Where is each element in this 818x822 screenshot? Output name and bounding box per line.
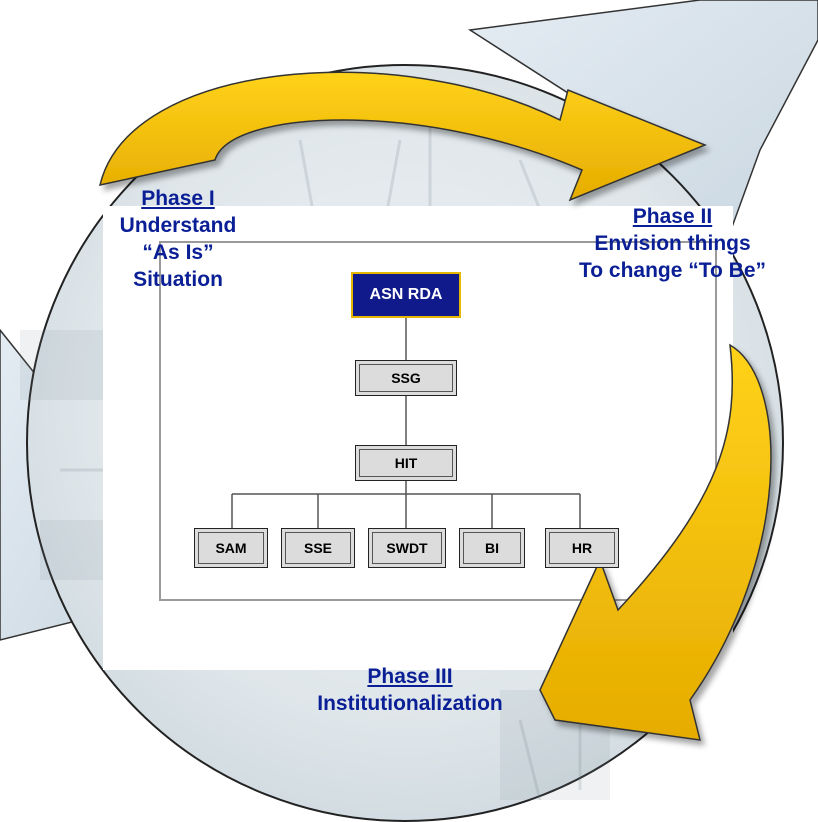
arrow-phase1-to-phase2 [98, 71, 708, 202]
org-box-asn-rda: ASN RDA [351, 272, 461, 318]
org-box-hit: HIT [355, 445, 457, 481]
org-chart-frame [159, 241, 717, 601]
phase1-label: Phase I Understand “As Is” Situation [78, 185, 278, 293]
phase2-label: Phase II Envision things To change “To B… [540, 203, 805, 284]
phase1-line-2: “As Is” [142, 241, 214, 264]
org-box-bi: BI [459, 528, 525, 568]
org-box-sam: SAM [194, 528, 268, 568]
org-box-ssg: SSG [355, 360, 457, 396]
phase3-title: Phase III [367, 665, 453, 688]
phase1-title: Phase I [141, 187, 215, 210]
phase3-line-1: Institutionalization [317, 692, 503, 715]
phase1-line-3: Situation [133, 268, 223, 291]
phase1-line-1: Understand [119, 214, 237, 237]
phase2-title: Phase II [632, 205, 713, 228]
org-box-swdt: SWDT [368, 528, 446, 568]
org-box-sse: SSE [281, 528, 355, 568]
arrow-phase2-to-phase3 [539, 343, 772, 741]
phase2-line-1: Envision things [594, 232, 751, 255]
org-box-hr: HR [545, 528, 619, 568]
phase2-line-2: To change “To Be” [578, 259, 767, 282]
phase3-label: Phase III Institutionalization [290, 663, 530, 717]
